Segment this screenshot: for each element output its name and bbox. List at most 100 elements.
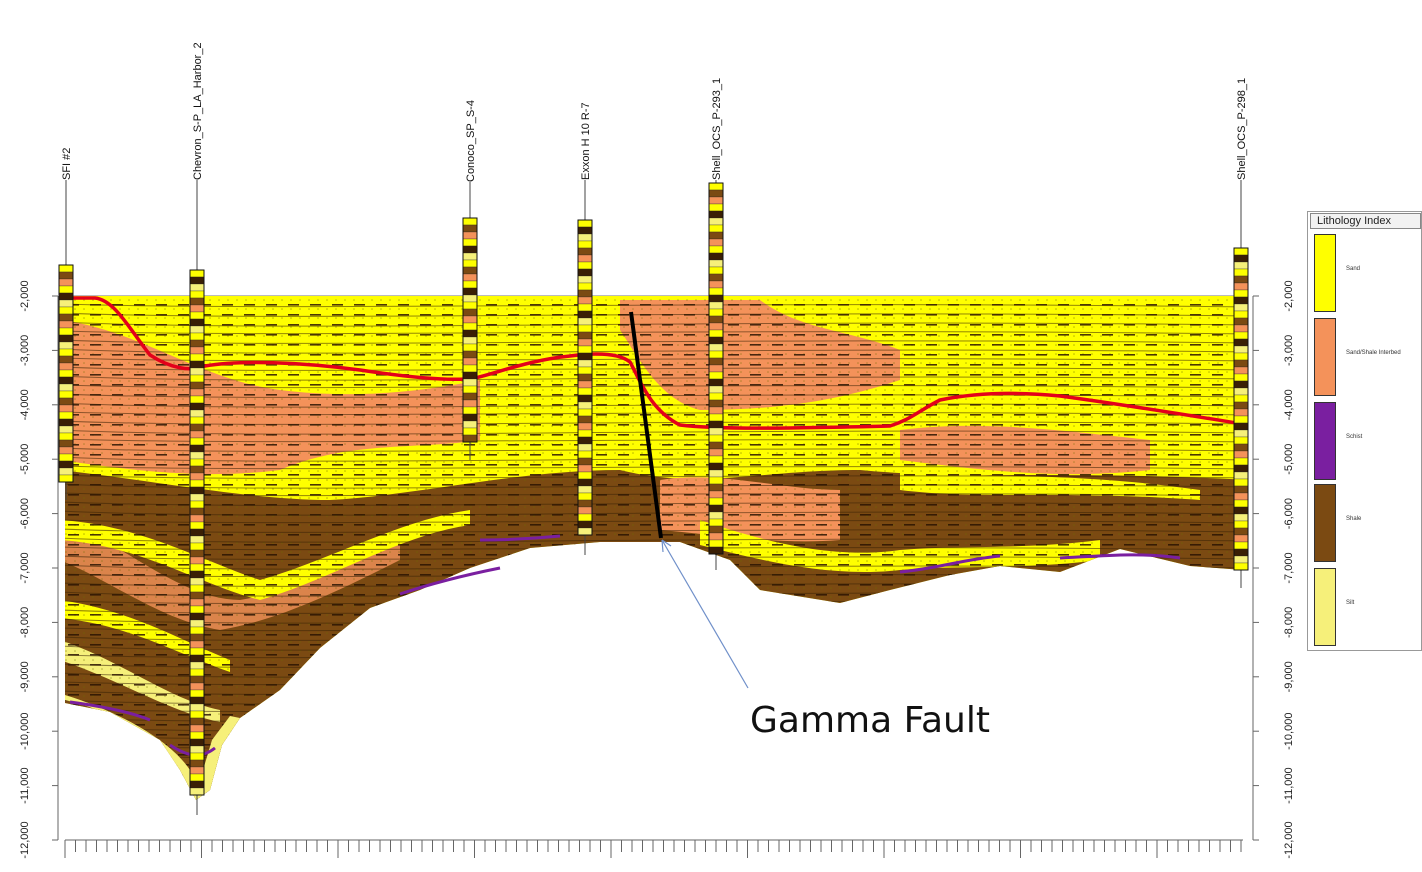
log-interval (708, 196, 724, 205)
log-interval (189, 710, 205, 719)
log-interval (1233, 401, 1249, 410)
log-interval (577, 261, 593, 270)
depth-tick-label: -3,000 (1283, 335, 1295, 366)
legend-title: Lithology Index (1310, 213, 1421, 229)
log-interval (189, 787, 205, 796)
log-interval (189, 367, 205, 376)
log-interval (577, 401, 593, 410)
log-interval (577, 478, 593, 487)
log-interval (577, 387, 593, 396)
log-interval (708, 462, 724, 471)
log-interval (462, 343, 478, 352)
log-interval (462, 266, 478, 275)
log-interval (1233, 394, 1249, 403)
log-interval (189, 493, 205, 502)
log-interval (577, 492, 593, 501)
log-interval (189, 675, 205, 684)
red-horizon (65, 296, 1244, 430)
depth-tick-label: -11,000 (1283, 767, 1295, 804)
well-name: Conoco_SP_S-4 (465, 100, 477, 182)
log-interval (189, 584, 205, 593)
log-interval (1233, 527, 1249, 536)
log-interval (577, 359, 593, 368)
log-interval (462, 259, 478, 268)
log-interval (577, 275, 593, 284)
log-interval (577, 303, 593, 312)
log-interval (189, 654, 205, 663)
depth-tick-label: -9,000 (1283, 661, 1295, 692)
log-interval (58, 327, 74, 336)
log-interval (1233, 366, 1249, 375)
well-log-column (189, 269, 205, 796)
log-interval (708, 364, 724, 373)
log-interval (189, 472, 205, 481)
log-interval (189, 703, 205, 712)
log-interval (708, 420, 724, 429)
log-interval (708, 203, 724, 212)
log-interval (189, 640, 205, 649)
log-interval (708, 469, 724, 478)
log-interval (708, 182, 724, 191)
log-interval (462, 350, 478, 359)
log-interval (462, 371, 478, 380)
log-interval (577, 429, 593, 438)
log-interval (708, 308, 724, 317)
log-interval (462, 378, 478, 387)
log-interval (189, 626, 205, 635)
log-interval (708, 287, 724, 296)
well-name: Shell_OCS_P-298_1 (1236, 78, 1248, 180)
legend-label: Sand/Shale Interbed (1346, 350, 1401, 356)
log-interval (462, 399, 478, 408)
lithology-body (65, 296, 1243, 800)
log-interval (58, 425, 74, 434)
depth-tick-label: -7,000 (19, 552, 31, 583)
log-interval (1233, 310, 1249, 319)
log-interval (462, 217, 478, 226)
log-interval (708, 406, 724, 415)
log-interval (189, 514, 205, 523)
log-interval (1233, 338, 1249, 347)
log-interval (58, 355, 74, 364)
log-interval (58, 369, 74, 378)
legend-item-silt: Silt (1314, 568, 1418, 646)
legend-label: Sand (1346, 266, 1361, 272)
log-interval (189, 451, 205, 460)
log-interval (189, 556, 205, 565)
log-interval (1233, 534, 1249, 543)
log-interval (577, 499, 593, 508)
log-interval (1233, 555, 1249, 564)
well: Exxon H 10 R-7 (577, 102, 593, 555)
log-interval (189, 661, 205, 670)
log-interval (462, 231, 478, 240)
log-interval (708, 280, 724, 289)
log-interval (577, 247, 593, 256)
log-interval (189, 346, 205, 355)
log-interval (189, 374, 205, 383)
log-interval (58, 467, 74, 476)
log-interval (189, 360, 205, 369)
legend-item-sand-shale: Sand/Shale Interbed (1314, 318, 1418, 396)
log-interval (708, 413, 724, 422)
log-interval (577, 324, 593, 333)
shale-swatch (1314, 484, 1336, 562)
log-interval (189, 570, 205, 579)
log-interval (577, 408, 593, 417)
log-interval (189, 780, 205, 789)
log-interval (1233, 464, 1249, 473)
log-interval (1233, 275, 1249, 284)
log-interval (577, 317, 593, 326)
log-interval (189, 479, 205, 488)
depth-tick-label: -9,000 (19, 661, 31, 692)
log-interval (1233, 373, 1249, 382)
log-interval (708, 392, 724, 401)
log-interval (58, 453, 74, 462)
log-interval (1233, 457, 1249, 466)
log-interval (189, 535, 205, 544)
log-interval (58, 306, 74, 315)
log-interval (1233, 324, 1249, 333)
log-interval (577, 373, 593, 382)
log-interval (189, 339, 205, 348)
log-interval (577, 282, 593, 291)
depth-tick-label: -4,000 (1283, 389, 1295, 420)
log-interval (462, 385, 478, 394)
